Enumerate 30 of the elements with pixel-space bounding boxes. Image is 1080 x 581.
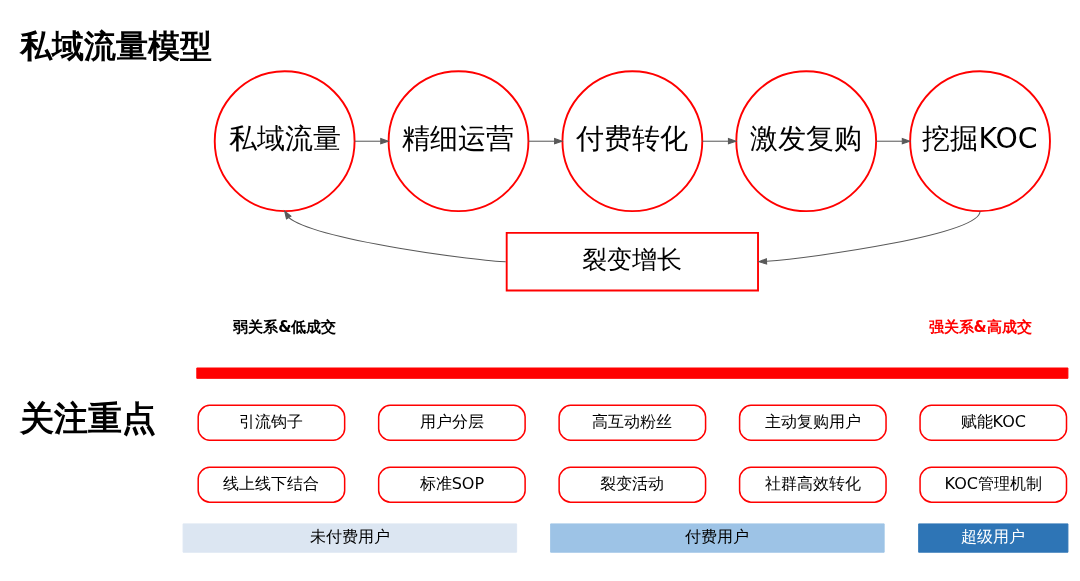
arrow <box>527 137 564 145</box>
node-box: 引流钩子 <box>197 404 346 441</box>
node-box: 用户分层 <box>377 404 526 441</box>
node-box: 付费用户 <box>550 523 885 553</box>
node-box: 裂变增长 <box>505 231 759 292</box>
node-box: 高互动粉丝 <box>558 404 707 441</box>
label: 关注重点 <box>19 398 156 439</box>
node-box: KOC管理机制 <box>919 466 1068 503</box>
node-circle: 挖掘KOC <box>909 70 1051 213</box>
arrow <box>701 137 738 145</box>
arrow <box>283 209 507 263</box>
node-circle: 激发复购 <box>735 70 878 213</box>
node-box: 赋能KOC <box>919 404 1068 441</box>
node-box: 主动复购用户 <box>738 404 887 441</box>
node-circle: 私域流量 <box>213 70 356 213</box>
node-circle: 精细运营 <box>387 70 530 213</box>
node-box: 社群高效转化 <box>738 466 887 503</box>
node-bar <box>196 367 1069 379</box>
node-box: 线上线下结合 <box>197 466 346 503</box>
node-box: 超级用户 <box>918 523 1069 553</box>
arrow <box>354 137 390 145</box>
node-circle: 付费转化 <box>561 70 704 213</box>
label: 强关系&高成交 <box>928 317 1032 336</box>
diagram-title: 私域流量模型 <box>19 27 212 66</box>
arrow <box>757 210 981 265</box>
arrow <box>875 137 912 145</box>
node-box: 裂变活动 <box>558 466 707 503</box>
node-box: 标准SOP <box>377 466 526 503</box>
label: 弱关系&低成交 <box>233 317 337 336</box>
node-box: 未付费用户 <box>182 523 518 553</box>
